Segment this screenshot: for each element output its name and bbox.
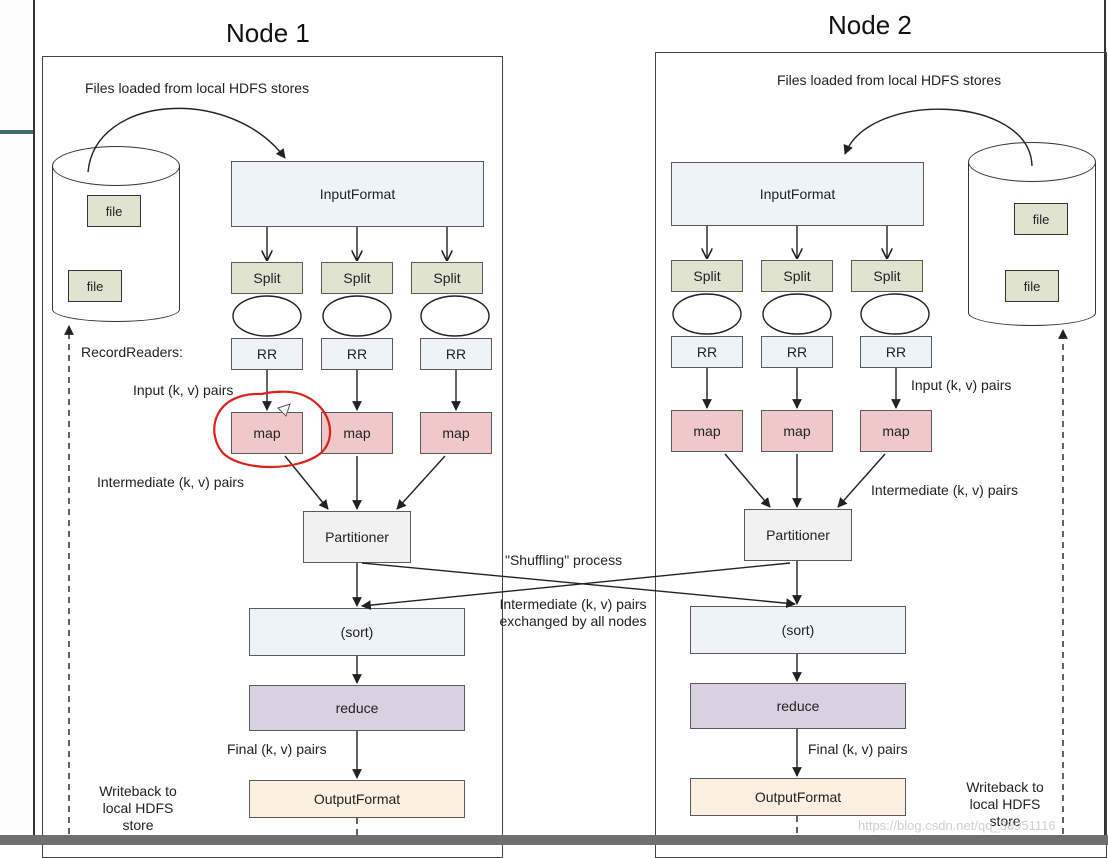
node2-map-3: map — [860, 410, 932, 452]
node2-output-format: OutputFormat — [690, 778, 906, 816]
node1-files-caption: Files loaded from local HDFS stores — [85, 80, 310, 96]
node1-map-1: map — [231, 412, 303, 454]
node1-record-readers-label: RecordReaders: — [81, 344, 183, 360]
node1-file-2: file — [68, 270, 122, 302]
node2-map-part-3 — [837, 453, 886, 508]
node2-rr-3: RR — [860, 336, 932, 368]
node2-input-format: InputFormat — [671, 162, 924, 226]
frame-right-border — [1104, 0, 1106, 845]
node1-split-2: Split — [321, 262, 393, 294]
node2-title: Node 2 — [828, 10, 912, 40]
node2-sort: (sort) — [690, 606, 906, 654]
node2-split-1: Split — [671, 260, 743, 292]
node1-file-1: file — [87, 195, 141, 227]
cursor-icon — [277, 403, 291, 417]
node2-file-2: file — [1005, 270, 1059, 302]
node2-files-caption: Files loaded from local HDFS stores — [777, 72, 1002, 88]
watermark: https://blog.csdn.net/qq_36951116 — [858, 818, 1056, 833]
node1-map-part-1 — [284, 455, 329, 510]
node1-sort: (sort) — [249, 608, 465, 656]
node1-partitioner: Partitioner — [303, 511, 411, 563]
node2-loop-3 — [860, 293, 930, 335]
shuffle-arrow-node2-to-node1 — [361, 562, 791, 610]
node2-split-3: Split — [851, 260, 923, 292]
node1-loop-2 — [322, 295, 392, 337]
node2-load-arrow — [843, 108, 1033, 167]
node1-input-pairs-label: Input (k, v) pairs — [133, 382, 234, 398]
node1-rr-1: RR — [231, 338, 303, 370]
node1-writeback-label: Writeback to local HDFS store — [99, 783, 177, 833]
accent-line — [0, 130, 34, 134]
left-margin — [0, 0, 34, 845]
node2-reduce: reduce — [690, 683, 906, 729]
node1-load-arrow — [87, 107, 286, 173]
node2-input-pairs-label: Input (k, v) pairs — [911, 377, 1012, 393]
node1-map-part-3 — [396, 455, 446, 510]
shuffle-label: "Shuffling" process — [505, 552, 623, 568]
node1-intermediate-label: Intermediate (k, v) pairs — [97, 474, 245, 490]
node2-map-part-1 — [724, 453, 771, 508]
node1-split-3: Split — [411, 262, 483, 294]
node2-file-1: file — [1014, 203, 1068, 235]
node2-intermediate-label: Intermediate (k, v) pairs — [871, 482, 1019, 498]
highlight-circle — [213, 390, 332, 468]
node2-loop-1 — [672, 293, 742, 335]
node1-input-format: InputFormat — [231, 161, 484, 227]
node1-split-1: Split — [231, 262, 303, 294]
node1-reduce: reduce — [249, 685, 465, 731]
frame-left-border — [33, 0, 35, 845]
node2-partitioner: Partitioner — [744, 509, 852, 561]
node1-output-format: OutputFormat — [249, 780, 465, 818]
node2-loop-2 — [762, 293, 832, 335]
node2-writeback-label: Writeback to local HDFS store — [966, 779, 1044, 829]
node2-map-2: map — [761, 410, 833, 452]
node1-rr-3: RR — [420, 338, 492, 370]
node1-title: Node 1 — [226, 18, 310, 48]
bottom-bar — [0, 835, 1108, 845]
node2-final-label: Final (k, v) pairs — [808, 741, 908, 757]
shuffle-arrow-node1-to-node2 — [361, 562, 796, 609]
node2-split-2: Split — [761, 260, 833, 292]
node1-loop-1 — [232, 295, 302, 337]
node1-map-2: map — [321, 412, 393, 454]
node2-map-1: map — [671, 410, 743, 452]
node1-loop-3 — [420, 295, 490, 337]
node2-rr-2: RR — [761, 336, 833, 368]
node1-final-label: Final (k, v) pairs — [227, 741, 327, 757]
node1-rr-2: RR — [321, 338, 393, 370]
exchange-label: Intermediate (k, v) pairs exchanged by a… — [499, 596, 647, 629]
node1-hdfs-store-top — [52, 146, 180, 186]
node2-rr-1: RR — [671, 336, 743, 368]
node1-map-3: map — [420, 412, 492, 454]
